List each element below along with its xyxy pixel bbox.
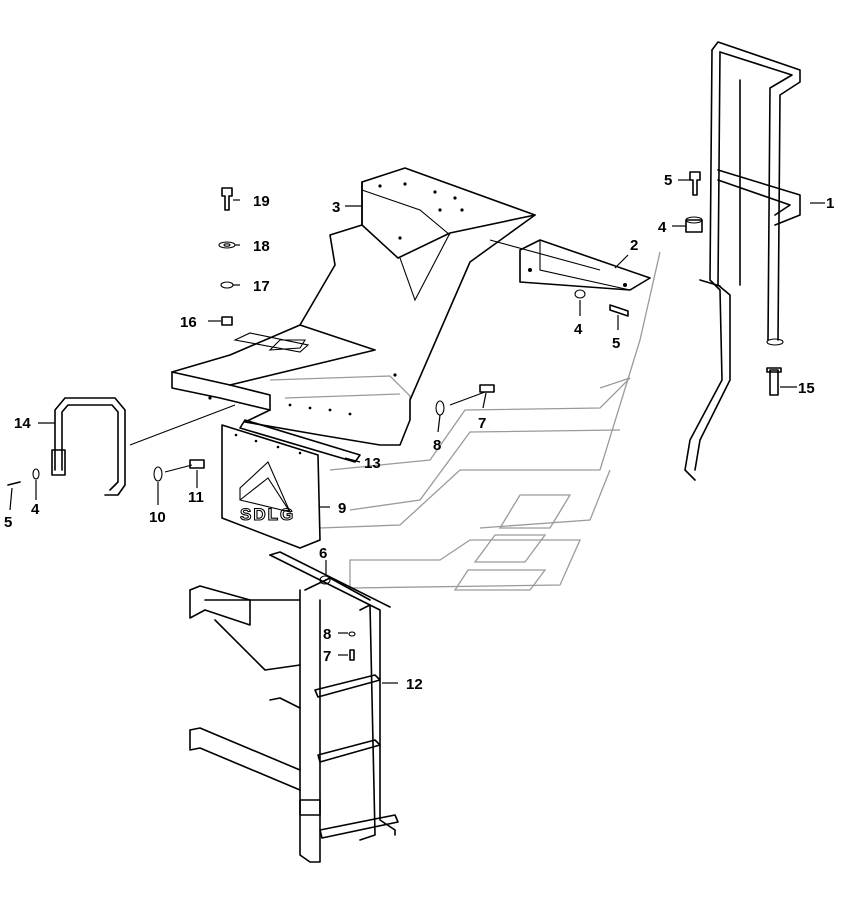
callout-7-low: 7 <box>323 648 331 665</box>
callout-12: 12 <box>406 676 423 693</box>
callout-13: 13 <box>364 455 381 472</box>
bracket <box>519 239 651 291</box>
callout-18: 18 <box>253 238 270 255</box>
hardware <box>7 171 703 661</box>
callout-8-top: 8 <box>433 437 441 454</box>
machine-outline-ghost <box>269 251 661 591</box>
mounting-strip <box>239 403 361 463</box>
callout-5-left: 5 <box>4 514 12 531</box>
leader-lines <box>9 179 825 684</box>
callout-3: 3 <box>332 199 340 216</box>
mud-flap: SDLG <box>221 424 321 549</box>
callout-8-low: 8 <box>323 626 331 643</box>
callout-9: 9 <box>338 500 346 517</box>
callout-16: 16 <box>180 314 197 331</box>
callout-11: 11 <box>188 489 204 506</box>
callout-4-left: 4 <box>31 501 40 518</box>
handrail <box>684 41 801 481</box>
pin <box>766 367 782 396</box>
ladder <box>189 551 399 863</box>
callout-5-top: 5 <box>664 172 672 189</box>
grab-handle <box>51 397 126 496</box>
callout-10: 10 <box>149 509 166 526</box>
callout-17: 17 <box>253 278 270 295</box>
callout-labels: 19 18 17 16 3 2 1 5 4 4 5 15 7 8 13 9 14… <box>4 172 834 693</box>
callout-5-mid: 5 <box>612 335 620 352</box>
callout-4-top: 4 <box>658 219 667 236</box>
callout-6: 6 <box>319 545 327 562</box>
callout-2: 2 <box>630 237 638 254</box>
callout-1: 1 <box>826 195 834 212</box>
fender-body <box>171 167 536 446</box>
callout-7-top: 7 <box>478 415 486 432</box>
callout-14: 14 <box>14 415 31 432</box>
callout-4-mid: 4 <box>574 321 583 338</box>
mud-flap-logo: SDLG <box>240 505 295 524</box>
callout-19: 19 <box>253 193 270 210</box>
callout-15: 15 <box>798 380 815 397</box>
